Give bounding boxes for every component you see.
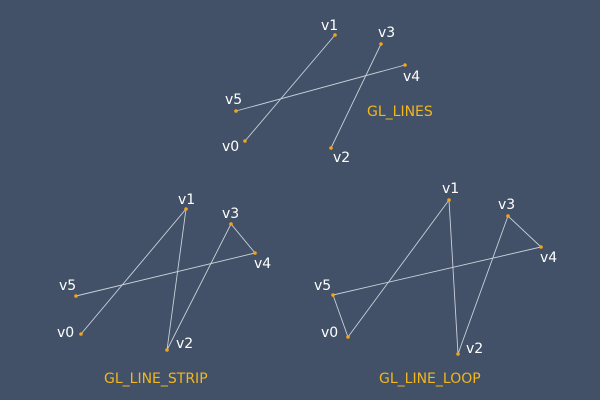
vertex-v1 — [184, 207, 188, 211]
panel-title-gl-line-strip: GL_LINE_STRIP — [104, 371, 208, 387]
vertex-v1 — [447, 198, 451, 202]
vertex-v4 — [539, 245, 543, 249]
vertex-v3 — [379, 42, 383, 46]
panel-gl-lines: v0 v1 v2 v3 v4 v5 GL_LINES — [222, 18, 433, 166]
vertex-v0 — [243, 139, 247, 143]
vertex-label-v2: v2 — [176, 336, 193, 352]
vertex-v2 — [329, 146, 333, 150]
vertex-v4 — [253, 251, 257, 255]
vertex-v4 — [403, 63, 407, 67]
vertex-v5 — [331, 293, 335, 297]
vertex-v5 — [74, 294, 78, 298]
vertex-v0 — [346, 335, 350, 339]
vertex-v3 — [229, 222, 233, 226]
vertex-label-v3: v3 — [378, 25, 395, 41]
vertex-label-v3: v3 — [222, 206, 239, 222]
vertex-label-v0: v0 — [222, 139, 239, 155]
vertex-v1 — [333, 33, 337, 37]
vertex-label-v5: v5 — [59, 278, 76, 294]
vertex-label-v0: v0 — [321, 325, 338, 341]
vertex-label-v2: v2 — [466, 341, 483, 357]
vertex-label-v1: v1 — [178, 192, 195, 208]
edge-v0-v1 — [244, 34, 336, 142]
panel-title-gl-line-loop: GL_LINE_LOOP — [379, 371, 481, 387]
vertex-v3 — [506, 214, 510, 218]
panel-gl-line-strip: v0 v1 v2 v3 v4 v5 GL_LINE_STRIP — [57, 192, 271, 387]
panel-title-gl-lines: GL_LINES — [367, 104, 433, 120]
vertex-label-v4: v4 — [254, 256, 271, 272]
vertex-v2 — [165, 348, 169, 352]
vertex-label-v1: v1 — [321, 18, 338, 34]
vertex-label-v4: v4 — [540, 250, 557, 266]
vertex-v0 — [79, 332, 83, 336]
strip-path — [75, 207, 256, 351]
vertex-label-v4: v4 — [403, 69, 420, 85]
vertex-label-v1: v1 — [442, 181, 459, 197]
edge-v2-v3 — [330, 43, 382, 149]
panel-gl-line-loop: v0 v1 v2 v3 v4 v5 GL_LINE_LOOP — [314, 181, 557, 387]
vertex-v2 — [456, 352, 460, 356]
vertex-v5 — [234, 109, 238, 113]
vertex-label-v0: v0 — [57, 325, 74, 341]
vertex-label-v2: v2 — [333, 150, 350, 166]
vertex-label-v3: v3 — [498, 197, 515, 213]
edge-v4-v5 — [235, 64, 406, 112]
vertex-label-v5: v5 — [314, 278, 331, 294]
vertex-label-v5: v5 — [225, 92, 242, 108]
